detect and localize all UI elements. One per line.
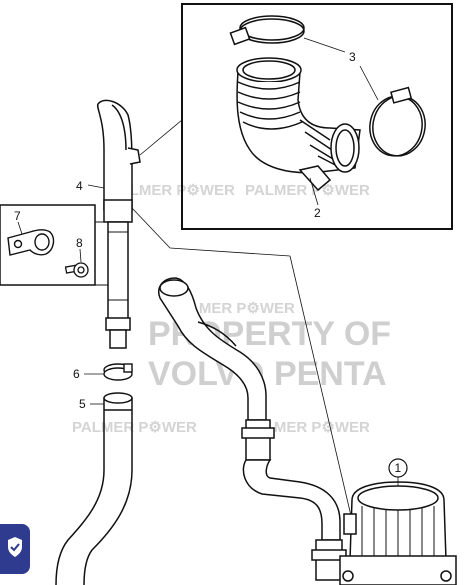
bolt [64, 262, 89, 278]
callout-6: 6 [73, 367, 80, 381]
breather-pipe [96, 99, 141, 349]
callout-4: 4 [76, 179, 83, 193]
hose-clamp-top [229, 15, 305, 46]
assembly-leaders [131, 119, 353, 521]
watermark-brand-2: PALMER P⚙WER [245, 182, 370, 199]
p-clip [7, 229, 55, 256]
watermark-brand-1: PALMER P⚙WER [110, 182, 235, 199]
detail-inset: 3 2 [181, 3, 453, 230]
clip-inset: 7 8 [0, 204, 108, 286]
watermark-brand-4: PALMER P⚙WER [72, 419, 197, 436]
hose-clamp-right [369, 86, 426, 157]
hose-clamp-6 [103, 363, 133, 381]
watermark-brand-5: PALMER P⚙WER [245, 419, 370, 436]
inset-leaders [303, 37, 379, 206]
shield-check-icon [6, 536, 24, 563]
watermark-brand-3: PALMER P⚙WER [170, 300, 295, 317]
verified-badge-button[interactable] [0, 524, 30, 574]
callout-2: 2 [314, 206, 321, 220]
intake-elbow [236, 57, 361, 192]
callout-5: 5 [79, 397, 86, 411]
central-hose [158, 277, 347, 581]
callout-1: 1 [395, 461, 402, 475]
callout-7: 7 [14, 209, 21, 223]
callout-8: 8 [76, 236, 83, 250]
oil-separator [339, 481, 457, 585]
callout-3: 3 [349, 50, 356, 64]
hose-5 [55, 392, 133, 585]
watermark-line2: VOLVO PENTA [148, 355, 387, 393]
